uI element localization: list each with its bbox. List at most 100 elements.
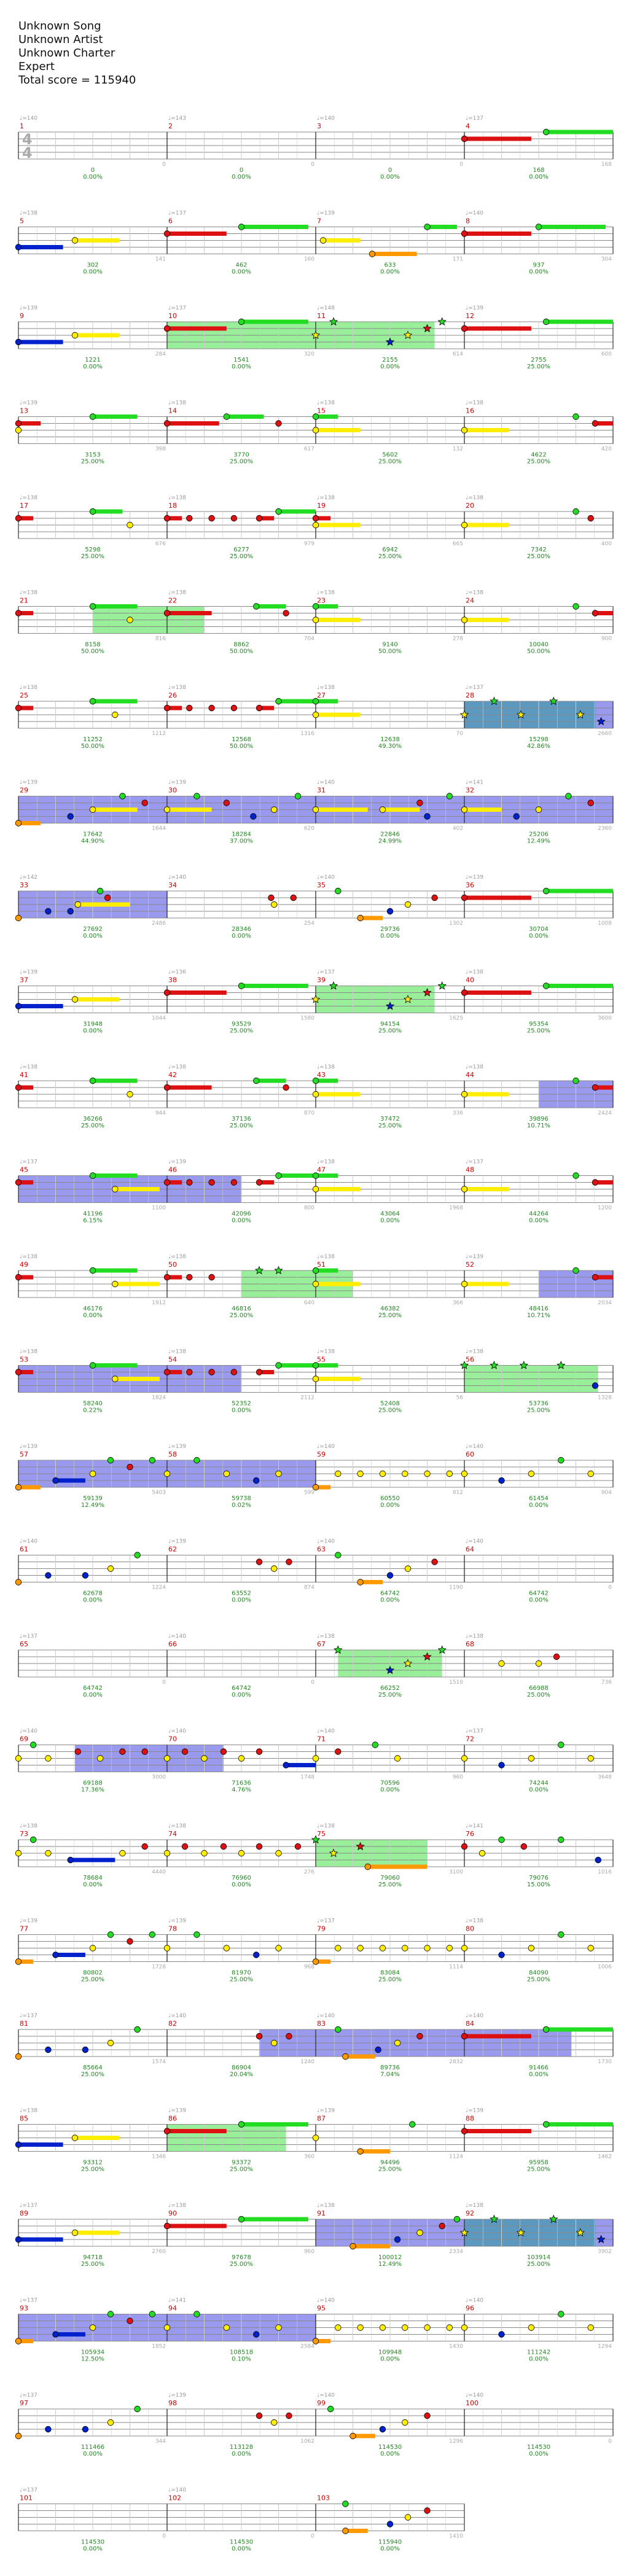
note-gem: [45, 2426, 52, 2433]
note-gem: [163, 2128, 171, 2134]
note-gem: [461, 230, 468, 237]
measure-multiplier: 0.00%: [232, 364, 251, 370]
measure-number: 1: [20, 122, 24, 130]
measure-multiplier: 50.00%: [378, 648, 402, 655]
measure-notes-count: 1190: [449, 1585, 463, 1591]
measure-notes-count: 278: [453, 636, 463, 642]
sustain-bar: [323, 238, 361, 243]
note-gem: [127, 1938, 133, 1945]
measure-multiplier: 25.00%: [81, 459, 104, 465]
measure-notes-count: 1852: [152, 2344, 166, 2350]
note-gem: [312, 806, 319, 813]
measure-multiplier: 0.00%: [83, 174, 103, 181]
measure-multiplier: 0.00%: [529, 1787, 549, 1794]
measure-notes-count: 1200: [598, 1205, 612, 1212]
song-title: Unknown Song: [18, 20, 101, 33]
measure-number: 3: [317, 122, 321, 130]
sustain-bar: [464, 895, 531, 900]
sustain-bar: [93, 1268, 138, 1273]
sustain-bar: [55, 1478, 85, 1483]
star-note: [311, 1835, 321, 1844]
sustain-bar: [316, 523, 361, 527]
note-gem: [535, 806, 542, 813]
measure-multiplier: 12.49%: [378, 2261, 402, 2268]
note-gem: [572, 413, 579, 420]
note-gem: [283, 610, 289, 617]
measure-score: 95354: [529, 1021, 549, 1028]
note-gem: [223, 1470, 230, 1477]
chart-header: Unknown Song Unknown Artist Unknown Char…: [18, 20, 136, 87]
measure-score: 15298: [529, 736, 549, 743]
star-note: [437, 317, 447, 326]
measure-score: 28346: [232, 926, 251, 933]
sustain-bar: [18, 611, 34, 615]
measure-score: 5298: [85, 547, 100, 553]
measure-notes-count: 366: [453, 1300, 463, 1306]
measure-notes-count: 1410: [449, 2534, 463, 2540]
measure-score: 79060: [380, 1875, 400, 1881]
measure-multiplier: 25.00%: [378, 1977, 402, 1983]
measure-notes-count: 904: [601, 1490, 612, 1496]
measure-number: 58: [168, 1450, 177, 1458]
note-gem: [52, 1951, 59, 1958]
measure-multiplier: 50.00%: [527, 648, 550, 655]
measure-score: 103914: [527, 2254, 550, 2261]
tempo-marker: ♩=140: [168, 1633, 186, 1640]
measure-number: 85: [20, 2115, 28, 2123]
measure-notes-count: 944: [155, 1110, 166, 1116]
measure-notes-count: 736: [601, 1679, 612, 1686]
note-gem: [256, 1369, 263, 1376]
tempo-marker: ♩=136: [168, 970, 186, 976]
measure-multiplier: 0.00%: [529, 1502, 549, 1509]
sustain-bar: [167, 2129, 227, 2133]
tempo-marker: ♩=138: [20, 590, 37, 596]
note-gem: [461, 427, 468, 434]
note-gem: [461, 135, 468, 142]
total-score: Total score = 115940: [18, 74, 136, 87]
measure-number: 25: [20, 691, 28, 699]
measure-score: 48416: [529, 1306, 549, 1312]
measure-score: 83084: [380, 1970, 400, 1977]
note-gem: [163, 610, 171, 617]
measure-number: 103: [317, 2494, 330, 2502]
measure-multiplier: 25.00%: [230, 2166, 253, 2173]
measure-number: 47: [317, 1166, 326, 1174]
sustain-bar: [18, 245, 63, 249]
measure-number: 88: [466, 2115, 474, 2123]
note-gem: [461, 2128, 468, 2134]
tempo-marker: ♩=137: [20, 1633, 37, 1640]
note-gem: [424, 2507, 431, 2514]
tempo-marker: ♩=140: [466, 1444, 483, 1450]
note-gem: [253, 2331, 260, 2338]
measure-multiplier: 50.00%: [230, 648, 253, 655]
measure-score: 52352: [232, 1401, 251, 1407]
measure-number: 101: [20, 2494, 33, 2502]
tempo-marker: ♩=138: [466, 1349, 483, 1355]
measure-notes-count: 800: [304, 1205, 314, 1212]
note-gem: [592, 1179, 599, 1186]
star-note: [329, 1848, 338, 1858]
sustain-bar: [18, 821, 41, 825]
measure-number: 75: [317, 1830, 326, 1838]
measure-score: 11252: [83, 736, 103, 743]
star-note: [329, 317, 338, 326]
note-gem: [498, 1951, 505, 1958]
tempo-marker: ♩=139: [20, 1918, 37, 1924]
measure-multiplier: 0.00%: [380, 2546, 400, 2553]
sustain-bar: [74, 2136, 120, 2140]
tempo-marker: ♩=139: [317, 2108, 335, 2114]
note-gem: [335, 1748, 342, 1755]
tempo-marker: ♩=139: [20, 400, 37, 407]
star-note: [403, 1659, 413, 1668]
sustain-bar: [360, 2149, 390, 2154]
measure-multiplier: 0.00%: [529, 174, 549, 181]
note-gem: [294, 1843, 302, 1850]
measure-multiplier: 50.00%: [81, 648, 104, 655]
measure-number: 34: [168, 881, 177, 889]
measure-score: 70596: [380, 1780, 400, 1787]
measure-number: 31: [317, 787, 326, 795]
note-gem: [312, 1362, 319, 1369]
measure-notes-count: 3648: [598, 1775, 612, 1781]
measure-score: 3153: [85, 452, 100, 459]
tempo-marker: ♩=138: [20, 211, 37, 217]
